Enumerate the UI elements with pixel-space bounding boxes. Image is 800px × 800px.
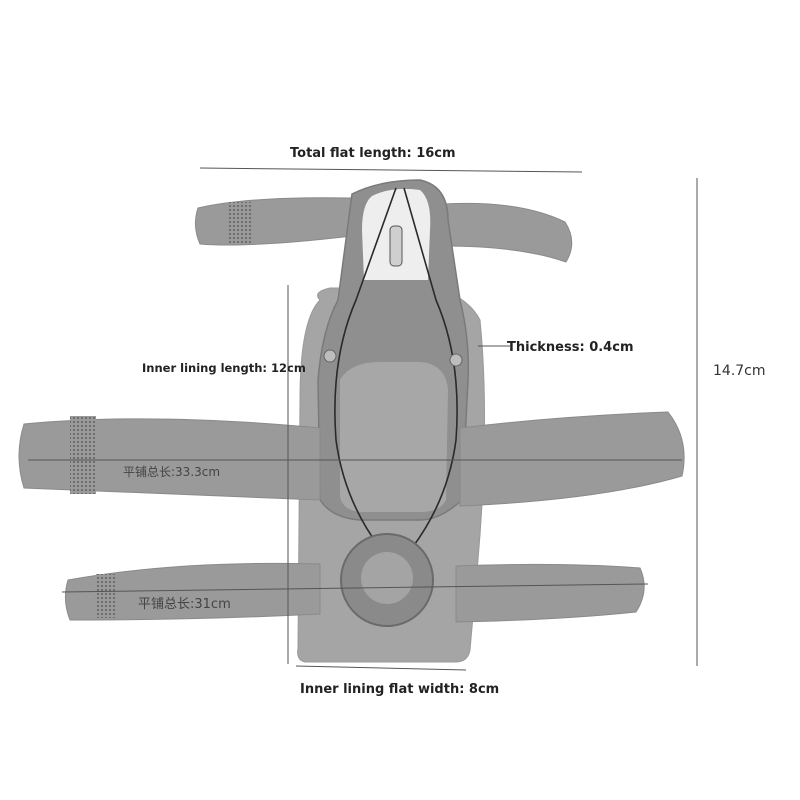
lace-cable	[334, 187, 458, 549]
mesh-top-left	[228, 202, 252, 244]
dimension-line-total	[199, 167, 583, 173]
strap-lower-right	[455, 563, 645, 623]
strap-middle-left	[18, 418, 321, 501]
cable-tube	[389, 225, 403, 267]
total-flat-length-label: Total flat length: 16cm	[290, 146, 456, 161]
shell-rivet-left	[323, 349, 337, 363]
shell-rivet-right	[449, 353, 463, 367]
strap-top-right	[443, 202, 573, 263]
boa-dial-inner	[361, 552, 413, 604]
thickness-label: Thickness: 0.4cm	[507, 340, 634, 355]
strap-top-left	[194, 197, 353, 246]
height-label: 14.7cm	[713, 363, 766, 379]
mesh-middle-left	[70, 416, 96, 494]
strap-lower-left	[64, 562, 321, 621]
shell-window	[340, 362, 448, 512]
strap-middle-right	[459, 411, 685, 507]
inner-lining-width-label: Inner lining flat width: 8cm	[300, 682, 500, 697]
mesh-lower-left	[96, 574, 116, 618]
dimension-line-strap-lower	[61, 583, 649, 593]
inner-lining-length-label: Inner lining length: 12cm	[142, 361, 306, 375]
lower-strap-length-label: 平铺总长:31cm	[138, 597, 231, 612]
dimension-line-inner-width	[295, 665, 467, 671]
upper-strap-length-label: 平铺总长:33.3cm	[123, 465, 221, 479]
